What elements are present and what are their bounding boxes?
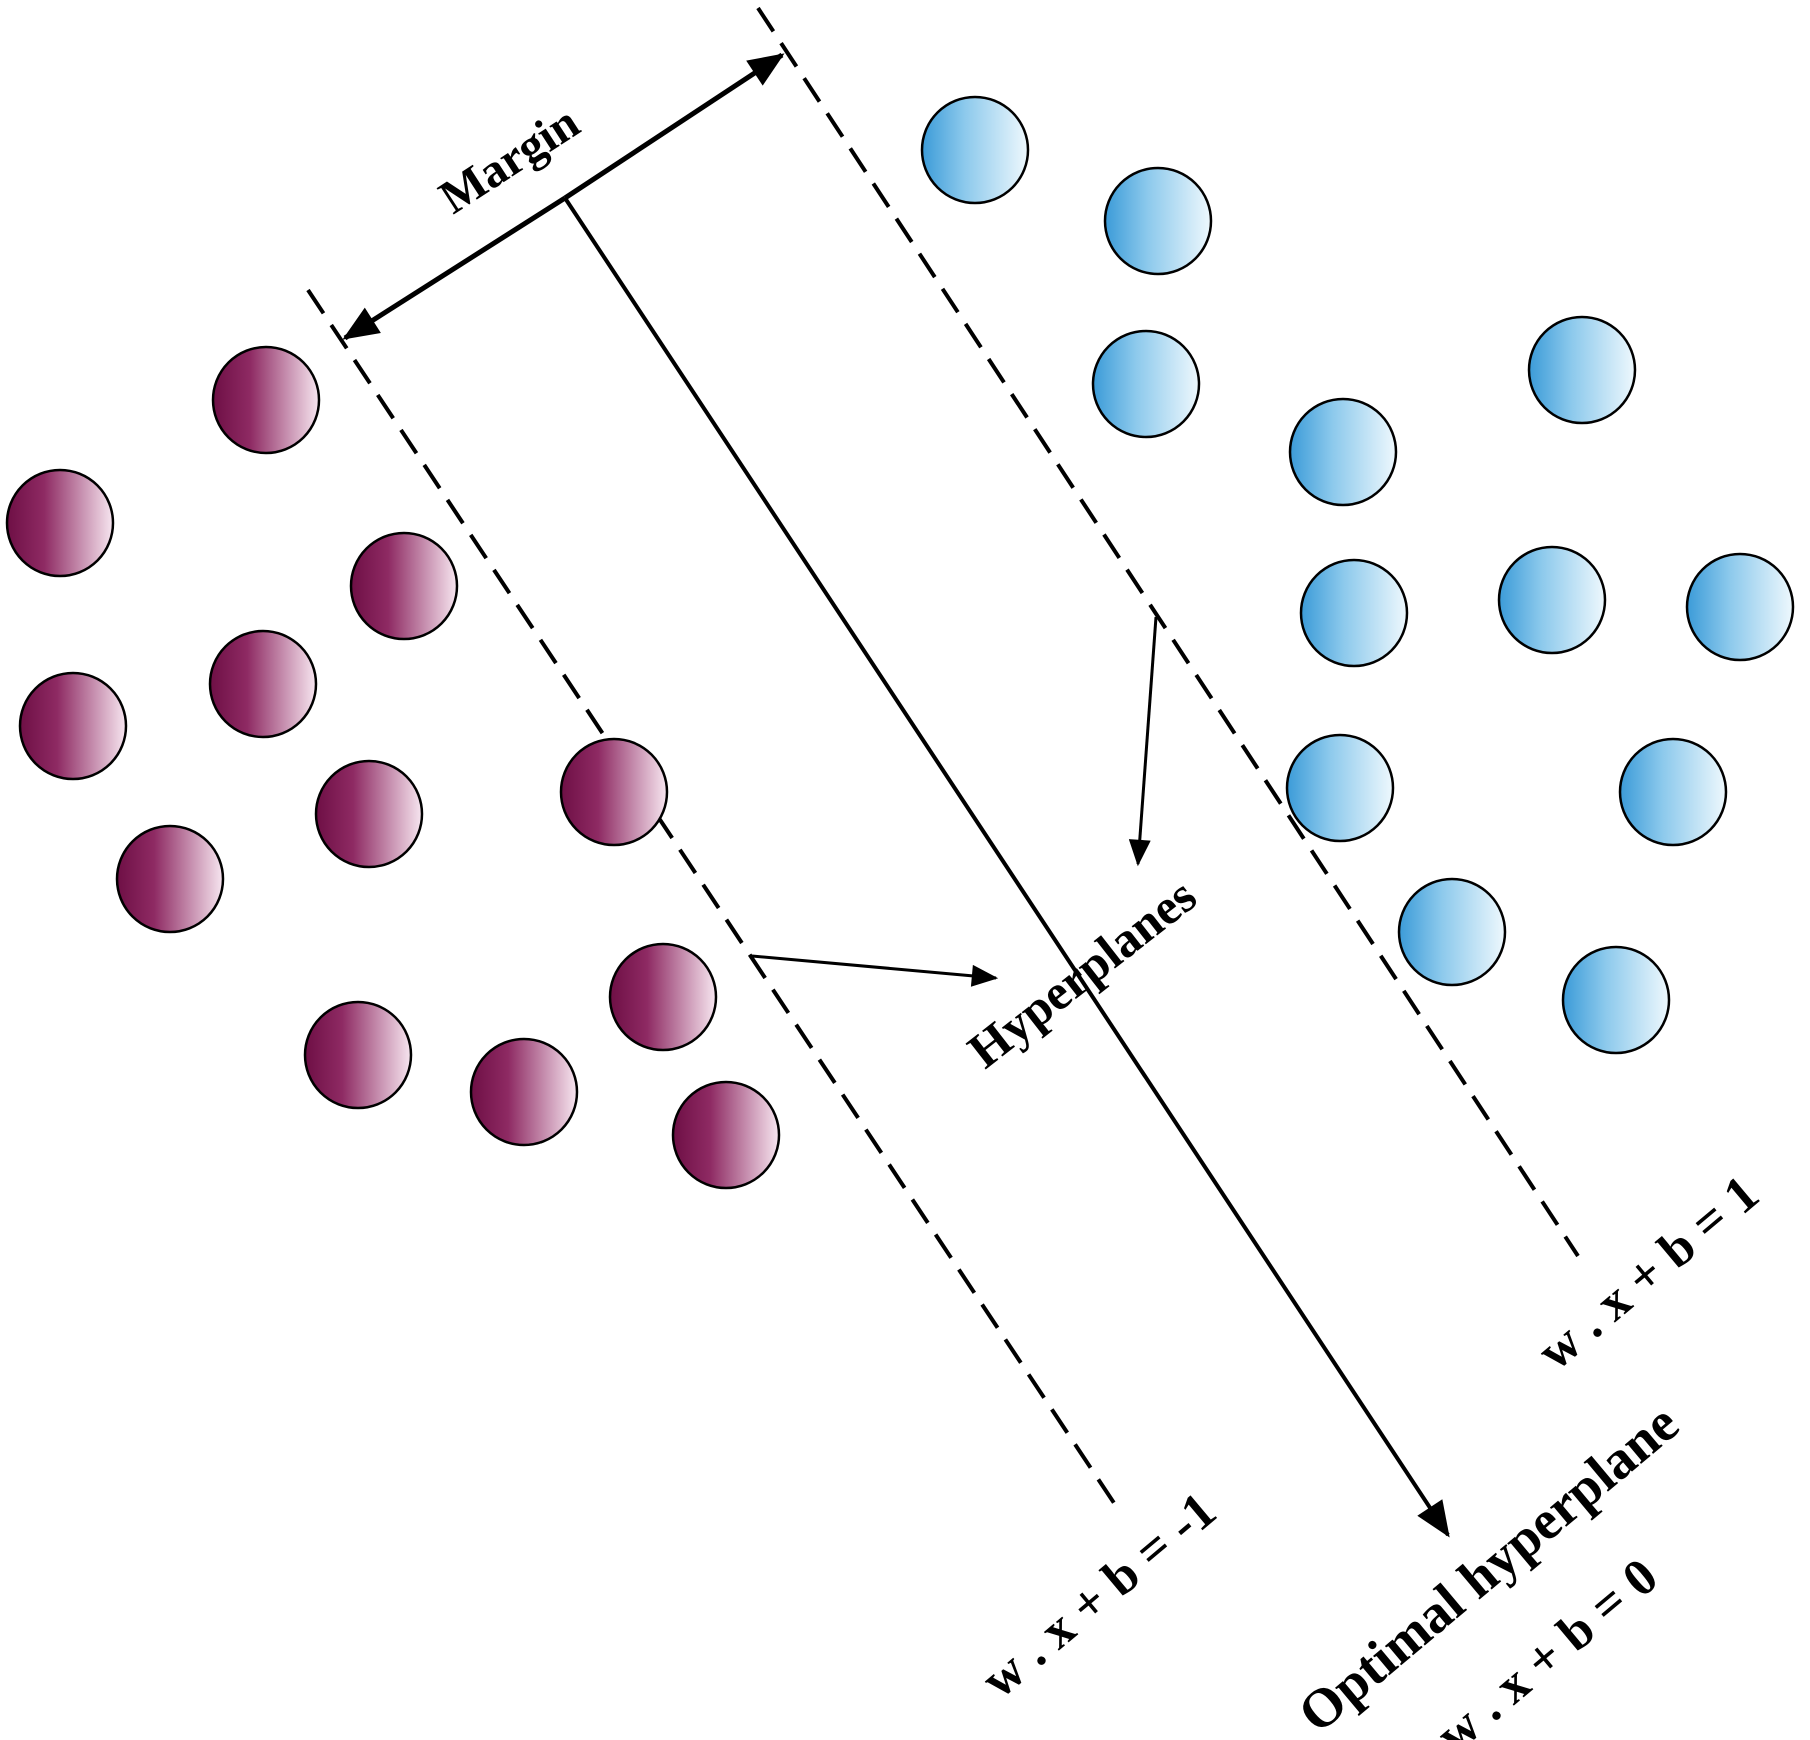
positive-point [1527, 315, 1637, 425]
negative-point [349, 531, 459, 641]
negative-point [671, 1080, 781, 1190]
positive-point [1285, 733, 1395, 843]
negative-plane-equation: w . x + b = -1 [971, 1482, 1227, 1710]
positive-point [1561, 945, 1671, 1055]
positive-point [1103, 166, 1213, 276]
margin-arrow-left [342, 195, 567, 341]
negative-point [303, 1000, 413, 1110]
negative-margin-hyperplane [306, 288, 1122, 1514]
negative-point [559, 737, 669, 847]
negative-point [469, 1037, 579, 1147]
positive-point [1685, 552, 1795, 662]
positive-point [1618, 737, 1728, 847]
margin-arrow-right [563, 52, 785, 201]
positive-point [1299, 558, 1409, 668]
positive-margin-hyperplane [756, 6, 1580, 1258]
negative-point [115, 824, 225, 934]
negative-class-points [5, 345, 781, 1190]
negative-point [18, 671, 128, 781]
hyperplanes-pointer-right [1128, 616, 1158, 867]
negative-point [208, 629, 318, 739]
negative-point [314, 759, 424, 869]
optimal-hyperplane [563, 196, 1450, 1538]
negative-point [608, 942, 718, 1052]
margin-label: Margin [430, 96, 589, 225]
positive-point [1288, 397, 1398, 507]
positive-point [1091, 329, 1201, 439]
hyperplanes-pointer-left [751, 954, 999, 987]
positive-plane-equation: w . x + b = 1 [1527, 1165, 1770, 1381]
positive-class-points [920, 95, 1795, 1055]
hyperplanes-label: Hyperplanes [957, 867, 1206, 1079]
negative-point [211, 345, 321, 455]
negative-point [5, 468, 115, 578]
positive-point [1397, 877, 1507, 987]
positive-point [920, 95, 1030, 205]
positive-point [1497, 545, 1607, 655]
